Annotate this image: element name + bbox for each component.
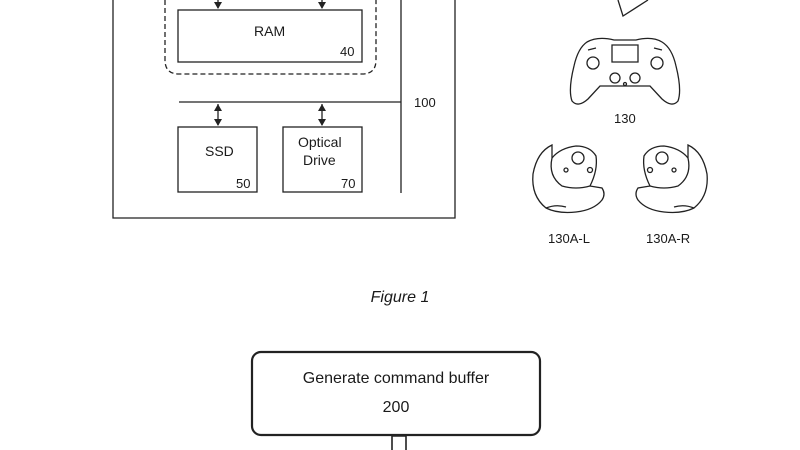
figure-caption: Figure 1 — [370, 289, 430, 306]
optical-drive-box — [282, 126, 363, 193]
ram-ref: 40 — [340, 44, 355, 59]
memory-dashed-region — [164, 0, 377, 75]
optical-label-line1: Optical — [298, 134, 342, 150]
optical-label-line2: Drive — [303, 152, 336, 168]
left-motion-controller-icon — [532, 143, 605, 214]
pointer-tail — [617, 0, 649, 18]
ram-box — [177, 9, 363, 63]
system-box-outline — [112, 0, 456, 219]
optical-arrowheads — [318, 104, 326, 126]
ssd-box — [177, 126, 258, 193]
flow-connector — [391, 435, 407, 450]
generate-command-buffer-box — [250, 350, 542, 437]
ram-arrowhead-left — [214, 2, 222, 9]
optical-ref: 70 — [341, 176, 356, 191]
right-motion-controller-icon — [635, 143, 708, 214]
controller-right-ref: 130A-R — [646, 231, 691, 246]
flow-step-label: Generate command buffer — [302, 370, 490, 387]
ssd-label: SSD — [205, 143, 234, 159]
ram-label: RAM — [254, 23, 286, 39]
ssd-arrowheads — [214, 104, 222, 126]
ram-arrowhead-right — [318, 2, 326, 9]
controller-left-ref: 130A-L — [548, 231, 590, 246]
bus-ref: 100 — [414, 95, 436, 110]
ssd-ref: 50 — [236, 176, 251, 191]
flow-step-ref: 200 — [382, 399, 410, 416]
gamepad-icon — [569, 37, 681, 105]
controller-ref: 130 — [614, 111, 636, 126]
